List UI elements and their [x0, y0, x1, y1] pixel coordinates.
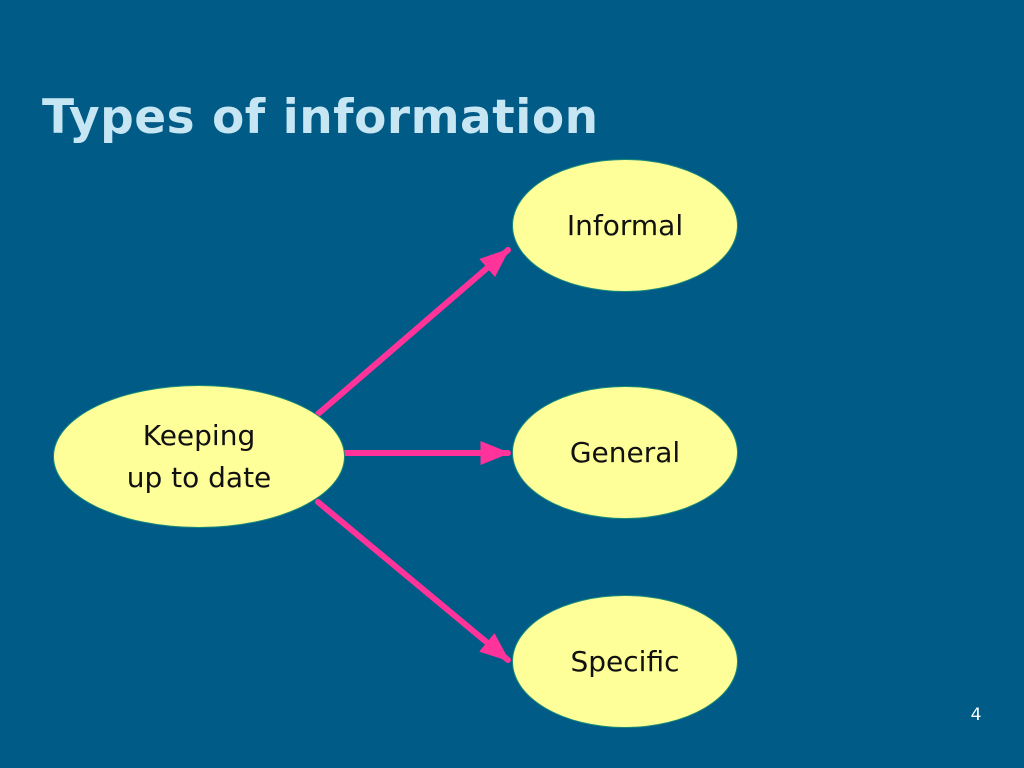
node-label: Informal	[566, 208, 684, 242]
slide-title: Types of information	[42, 90, 599, 145]
node-label: Specific	[570, 644, 680, 678]
node-specific: Specific	[512, 595, 738, 728]
node-general: General	[512, 386, 738, 519]
page-number: 4	[970, 705, 982, 725]
node-label: Keeping up to date	[126, 418, 272, 494]
node-label: General	[569, 435, 681, 469]
arrow-to-informal	[315, 247, 511, 417]
arrow-to-specific	[315, 499, 511, 663]
node-informal: Informal	[512, 159, 738, 292]
node-keeping-up-to-date: Keeping up to date	[53, 385, 345, 528]
